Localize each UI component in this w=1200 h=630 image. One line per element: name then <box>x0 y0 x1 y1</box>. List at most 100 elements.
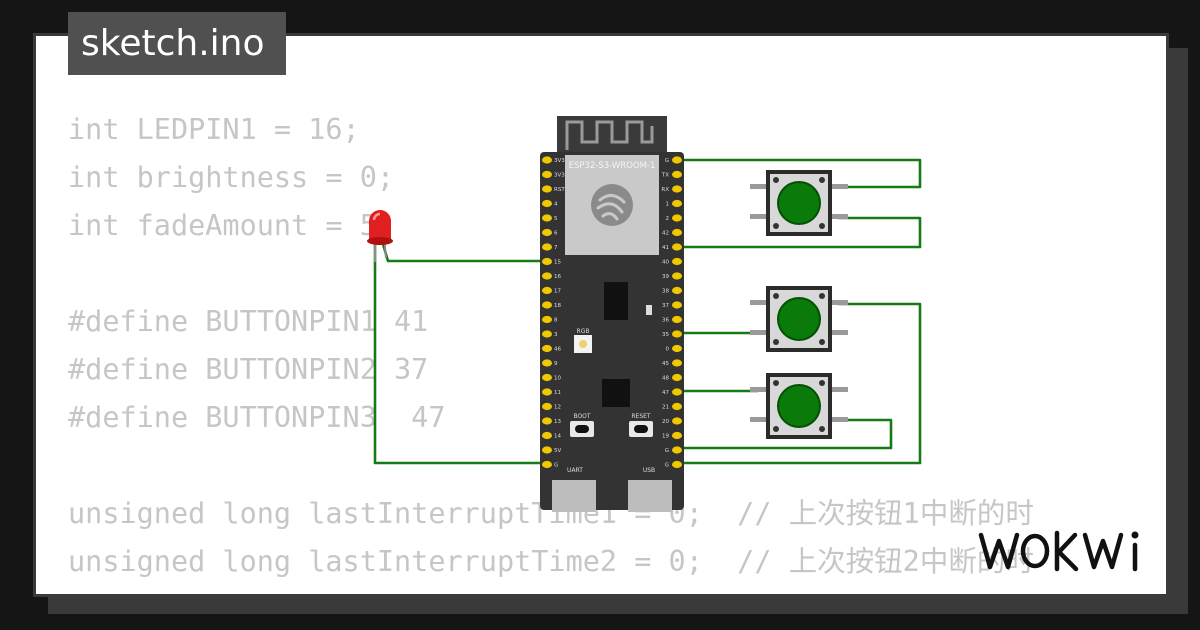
button-leg <box>750 417 768 422</box>
code-line: int LEDPIN1 = 16; <box>68 113 360 146</box>
pin-right[interactable] <box>672 417 682 425</box>
pin-left[interactable] <box>542 156 552 164</box>
pin-left[interactable] <box>542 431 552 440</box>
pin-label-left: 5 <box>554 216 558 222</box>
pin-left[interactable] <box>542 446 552 454</box>
pin-left[interactable] <box>542 330 552 338</box>
pin-right[interactable] <box>672 156 682 164</box>
code-line: #define BUTTONPIN2 37 <box>68 353 429 386</box>
button-cap[interactable] <box>779 386 819 426</box>
button-leg <box>750 387 768 392</box>
pin-label-right: RX <box>661 187 669 193</box>
pin-left[interactable] <box>542 257 552 266</box>
button-corner <box>773 177 779 183</box>
espressif-logo-mark <box>596 194 626 221</box>
pin-left[interactable] <box>542 243 552 251</box>
antenna-trace <box>565 120 654 150</box>
code-line: #define BUTTONPIN1 41 <box>68 305 429 338</box>
pin-right[interactable] <box>672 286 682 295</box>
pin-left[interactable] <box>542 301 552 309</box>
pin-left[interactable] <box>542 170 552 179</box>
wires <box>373 158 922 465</box>
pin-left[interactable] <box>542 373 552 382</box>
usb-label: USB <box>643 467 655 474</box>
pin-label-left: 3 <box>554 332 558 338</box>
pin-label-left: 7 <box>554 245 558 251</box>
pin-right[interactable] <box>672 199 682 208</box>
pin-label-left: 6 <box>554 231 558 237</box>
pin-label-left: 16 <box>554 274 561 280</box>
pin-left[interactable] <box>542 460 552 469</box>
pin-left[interactable] <box>542 214 552 222</box>
pin-right[interactable] <box>672 257 682 266</box>
code-line: unsigned long lastInterruptTime2 = 0; //… <box>68 545 1034 578</box>
push-button[interactable] <box>750 373 848 439</box>
pin-right[interactable] <box>672 228 682 237</box>
pin-left[interactable] <box>542 228 552 237</box>
pin-right[interactable] <box>672 243 682 251</box>
chip-flash <box>604 282 628 320</box>
pin-label-right: 48 <box>662 376 669 382</box>
pin-right[interactable] <box>672 431 682 440</box>
pin-right[interactable] <box>672 460 682 469</box>
pin-label-right: 36 <box>662 318 669 324</box>
pin-right[interactable] <box>672 315 682 324</box>
rgb-label: RGB <box>577 328 590 335</box>
led-icon[interactable] <box>367 210 393 262</box>
pin-right[interactable] <box>672 373 682 382</box>
pin-label-right: 45 <box>662 361 669 367</box>
pin-left[interactable] <box>542 199 552 208</box>
buttons <box>750 170 848 439</box>
pin-left[interactable] <box>542 286 552 295</box>
pin-right[interactable] <box>672 446 682 454</box>
pin-right[interactable] <box>672 185 682 193</box>
button-leg <box>830 417 848 422</box>
push-button[interactable] <box>750 286 848 352</box>
pin-label-right: 2 <box>666 216 670 222</box>
pin-label-right: 37 <box>662 303 669 309</box>
pin-left[interactable] <box>542 402 552 411</box>
pin-label-right: G <box>665 463 669 469</box>
pin-right[interactable] <box>672 344 682 353</box>
pin-right[interactable] <box>672 301 682 309</box>
led-rim <box>367 237 393 245</box>
wire <box>677 302 922 465</box>
pin-left[interactable] <box>542 185 552 193</box>
chip-usb <box>602 379 630 407</box>
pin-left[interactable] <box>542 344 552 353</box>
usb-port[interactable] <box>628 480 672 512</box>
pin-label-left: 9 <box>554 361 558 367</box>
uart-label: UART <box>567 467 583 474</box>
smd-part <box>646 305 652 315</box>
led-highlight <box>372 212 381 221</box>
button-leg <box>750 300 768 305</box>
pin-label-left: 8 <box>554 318 558 324</box>
button-cap[interactable] <box>779 183 819 223</box>
pin-right[interactable] <box>672 402 682 411</box>
pin-left[interactable] <box>542 417 552 425</box>
pin-label-left: G <box>554 463 558 469</box>
pin-label-left: 18 <box>554 303 561 309</box>
button-leg <box>830 300 848 305</box>
pin-right[interactable] <box>672 359 682 367</box>
pin-label-right: 0 <box>666 347 670 353</box>
button-leg <box>830 214 848 219</box>
uart-usb-port[interactable] <box>552 480 596 512</box>
pin-label-right: 19 <box>662 434 669 440</box>
pin-left[interactable] <box>542 359 552 367</box>
pin-left[interactable] <box>542 388 552 396</box>
pin-right[interactable] <box>672 214 682 222</box>
file-tab[interactable]: sketch.ino <box>68 12 286 75</box>
pin-left[interactable] <box>542 272 552 280</box>
pin-left[interactable] <box>542 315 552 324</box>
pin-right[interactable] <box>672 388 682 396</box>
module-label: ESP32-S3-WROOM-1 <box>569 161 656 171</box>
pin-right[interactable] <box>672 272 682 280</box>
pin-right[interactable] <box>672 330 682 338</box>
wire <box>677 418 893 450</box>
push-button[interactable] <box>750 170 848 236</box>
boot-button-cap <box>575 425 589 433</box>
pin-right[interactable] <box>672 170 682 179</box>
button-cap[interactable] <box>779 299 819 339</box>
